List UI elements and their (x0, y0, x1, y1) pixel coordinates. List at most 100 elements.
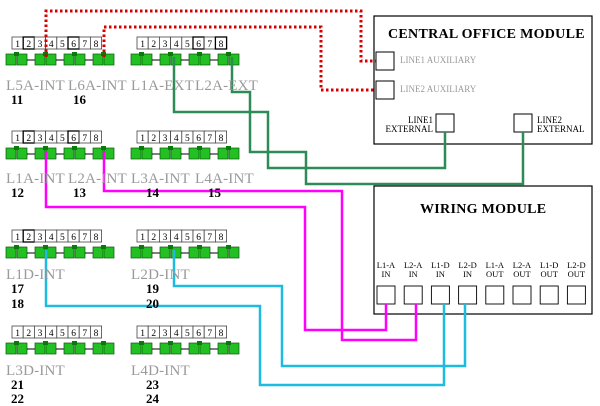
line2-external-label-l2: EXTERNAL (537, 124, 585, 135)
port-number: 6 (196, 233, 201, 243)
port-number: 1 (140, 40, 145, 50)
port-number-cell (214, 325, 227, 339)
port-label-line: L1-A (485, 260, 504, 270)
port-number: 2 (151, 233, 156, 243)
jack-plug[interactable] (92, 245, 115, 259)
red-wire-line1-aux (44, 9, 376, 63)
jack-plug[interactable] (159, 341, 182, 355)
magenta-wire-l2a (102, 151, 418, 342)
port-number: 6 (196, 329, 201, 339)
port-number: 7 (207, 134, 212, 144)
port-number: 1 (15, 329, 20, 339)
port-number: 4 (174, 329, 179, 339)
port-label-line: L1-D (539, 260, 559, 270)
strip-label-l2d-int: L2D-INT (131, 267, 190, 283)
port-number: 4 (174, 233, 179, 243)
port-label-dir: IN (435, 269, 445, 280)
wiring-port-l2-a-out[interactable] (512, 285, 532, 305)
wiring-port-l1-a-in[interactable] (376, 285, 396, 305)
jack-plug[interactable] (159, 245, 182, 259)
jack-plug[interactable] (130, 245, 153, 259)
panel-number-23: 23 (146, 377, 159, 392)
port-number: 2 (151, 329, 156, 339)
wiring-port-l2-d-in[interactable] (458, 285, 478, 305)
port-number: 8 (219, 40, 224, 50)
jack-plug[interactable] (63, 245, 86, 259)
jack-plug[interactable] (63, 341, 86, 355)
panel-number-24: 24 (146, 391, 159, 406)
jack-plug[interactable] (5, 245, 28, 259)
jack-plug[interactable] (5, 341, 28, 355)
panel-number-17: 17 (11, 281, 24, 296)
central-office-title: CENTRAL OFFICE MODULE (388, 27, 585, 42)
line2-external-port[interactable] (513, 113, 533, 133)
jack-plug[interactable] (188, 52, 211, 66)
jack-plug[interactable] (159, 52, 182, 66)
port-number-cell (214, 130, 227, 144)
port-number: 1 (15, 134, 20, 144)
port-number: 1 (15, 40, 20, 50)
jack-plug[interactable] (5, 52, 28, 66)
port-number: 5 (185, 134, 190, 144)
wiring-port-l1-d-in[interactable] (430, 285, 450, 305)
jack-plug[interactable] (217, 52, 240, 66)
strip-label-l4d-int: L4D-INT (131, 363, 190, 379)
jack-plug[interactable] (130, 146, 153, 160)
jack-plug[interactable] (92, 52, 115, 66)
strip-label-l4a-int: L4A-INT (195, 171, 254, 187)
line1-external-port[interactable] (435, 113, 455, 133)
port-label-line: L2-D (458, 260, 477, 270)
jack-plug[interactable] (217, 245, 240, 259)
panel-number-19: 19 (146, 281, 159, 296)
cyan-wire-l1d (44, 250, 446, 387)
port-number: 6 (71, 40, 76, 50)
wiring-port-l2-a-in[interactable] (403, 285, 423, 305)
port-label-line: L1-A (376, 260, 396, 270)
wiring-port-l1-d-out[interactable] (539, 285, 559, 305)
port-number: 3 (38, 233, 43, 243)
port-number: 3 (38, 40, 43, 50)
jack-plug[interactable] (188, 245, 211, 259)
port-number: 6 (71, 233, 76, 243)
wiring-port-l1-a-out[interactable] (485, 285, 505, 305)
wiring-module-title: WIRING MODULE (420, 202, 547, 217)
jack-plug[interactable] (217, 341, 240, 355)
jack-plug[interactable] (217, 146, 240, 160)
port-number: 4 (49, 134, 54, 144)
port-label-dir: OUT (540, 269, 558, 280)
jack-plug[interactable] (34, 341, 57, 355)
jack-plug[interactable] (130, 52, 153, 66)
jack-plug[interactable] (159, 146, 182, 160)
port-number: 5 (185, 233, 190, 243)
jack-plug[interactable] (34, 52, 57, 66)
jack-plug[interactable] (130, 341, 153, 355)
jack-plug[interactable] (92, 341, 115, 355)
panel-number-12: 12 (11, 185, 24, 200)
port-number: 8 (94, 329, 99, 339)
jack-plug[interactable] (63, 52, 86, 66)
port-number: 8 (219, 134, 224, 144)
port-number: 3 (163, 134, 168, 144)
port-number: 4 (49, 233, 54, 243)
panel-number-15: 15 (208, 185, 221, 200)
jack-plug[interactable] (188, 146, 211, 160)
line1-auxiliary-port[interactable] (375, 51, 395, 71)
jack-plug[interactable] (188, 341, 211, 355)
wiring-port-l2-d-out[interactable] (566, 285, 586, 305)
jack-plug[interactable] (63, 146, 86, 160)
line2-auxiliary-port[interactable] (375, 80, 395, 100)
jack-plug[interactable] (5, 146, 28, 160)
port-number-cell (214, 229, 227, 243)
